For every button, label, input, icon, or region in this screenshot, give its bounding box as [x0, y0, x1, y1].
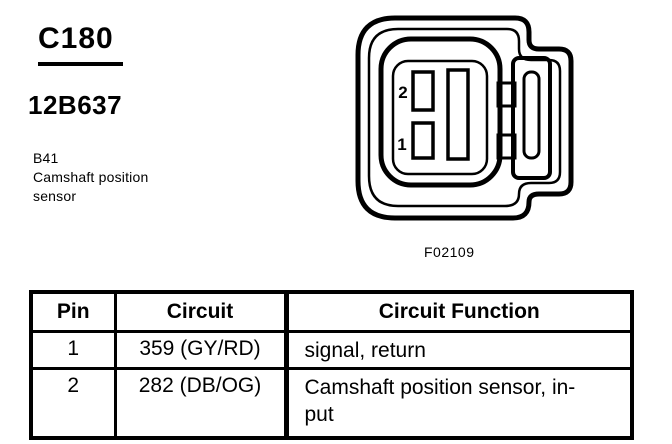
connector-seal-outline	[367, 27, 562, 208]
circuit-function-column-header: Circuit Function	[283, 290, 634, 333]
connector-body-outline	[378, 36, 503, 188]
latch-rail-bottom	[496, 133, 517, 160]
table-row: 1 359 (GY/RD) signal, return	[29, 330, 634, 370]
table-row: 2 282 (DB/OG) Camshaft position sensor, …	[29, 367, 634, 440]
cavity-2-label: 2	[398, 83, 407, 102]
pin-cell: 2	[29, 367, 117, 440]
component-description: B41 Camshaft position sensor	[33, 150, 149, 204]
part-number: 12B637	[28, 90, 123, 120]
table-header-row: Pin Circuit Circuit Function	[29, 290, 634, 333]
connector-face-diagram: 2 1	[343, 6, 578, 234]
cavity-1-slot	[411, 121, 435, 160]
latch-rail-top	[496, 81, 517, 108]
cavity-2-slot	[411, 70, 435, 112]
connector-drawing-icon: 2 1	[355, 15, 574, 221]
pin-column-header: Pin	[29, 290, 117, 333]
connector-id-heading: C180	[38, 22, 114, 55]
connector-face-outline	[391, 59, 489, 176]
keyway-slot	[446, 68, 470, 161]
connector-outer-outline	[355, 15, 574, 221]
latch-inner	[522, 70, 541, 160]
latch-frame	[511, 56, 552, 180]
circuit-function-cell: signal, return	[283, 330, 634, 370]
cavity-1-label: 1	[397, 135, 406, 154]
circuit-cell: 359 (GY/RD)	[113, 330, 288, 370]
connector-id-underline	[38, 62, 123, 66]
figure-number: F02109	[424, 244, 475, 260]
pin-cell: 1	[29, 330, 117, 370]
circuit-function-cell: Camshaft position sensor, in- put	[283, 367, 634, 440]
circuit-cell: 282 (DB/OG)	[113, 367, 288, 440]
circuit-column-header: Circuit	[113, 290, 288, 333]
pinout-table: Pin Circuit Circuit Function 1 359 (GY/R…	[29, 290, 634, 440]
